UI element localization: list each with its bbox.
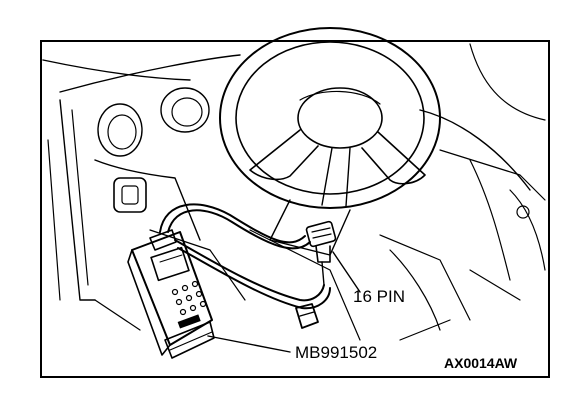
- tool-label: MB991502: [295, 343, 377, 362]
- callout-leaders: [207, 251, 361, 353]
- mb991502-scan-tool: [127, 229, 215, 359]
- figure-id-label: AX0014AW: [444, 355, 518, 371]
- dashboard-lines: [42, 43, 546, 341]
- figure-frame: [40, 40, 550, 378]
- scan-tool-cable: [159, 203, 331, 329]
- steering-wheel: [219, 27, 441, 256]
- diagnostic-connector-16pin: [305, 220, 337, 286]
- connector-label: 16 PIN: [353, 287, 405, 306]
